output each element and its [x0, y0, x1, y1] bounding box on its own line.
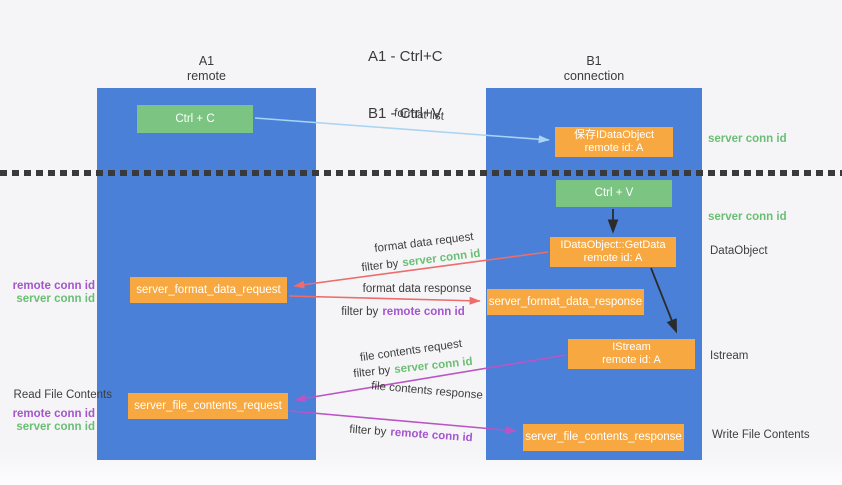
format-data-response-label: format data response — [362, 283, 472, 295]
server-format-data-response-label: server_format_data_response — [488, 295, 643, 308]
server-format-data-request-label: server_format_data_request — [136, 283, 281, 296]
format-data-response-arrow — [288, 295, 481, 305]
dataobject-label: DataObject — [710, 245, 768, 257]
left-server-conn-id-bottom-label: server conn id — [16, 421, 95, 433]
right-server-conn-id-mid-label: server conn id — [708, 211, 787, 223]
server-file-contents-response-label: server_file_contents_response — [525, 431, 682, 443]
save-idataobject-box: 保存IDataObject remote id: A — [555, 127, 673, 157]
istream-line2: remote id: A — [602, 354, 661, 366]
istream-line1: IStream — [612, 341, 651, 353]
lifeline-header-b1: B1 connection — [486, 54, 702, 84]
diagram-title: A1 - Ctrl+C B1 - Ctrl+V — [368, 9, 443, 161]
read-file-contents-label: Read File Contents — [13, 389, 112, 401]
title-line-a1: A1 - Ctrl+C — [368, 48, 443, 65]
filter-by-text: filter by — [341, 306, 379, 318]
getdata-line1: IDataObject::GetData — [560, 239, 666, 251]
server-file-contents-response-box: server_file_contents_response — [523, 424, 684, 451]
remote-conn-id-text: remote conn id — [389, 426, 474, 445]
lifeline-b1-name: B1 — [586, 54, 602, 68]
lifeline-header-a1: A1 remote — [97, 54, 316, 84]
remote-conn-id-text: remote conn id — [382, 306, 465, 318]
server-conn-id-text: server conn id — [401, 247, 482, 270]
save-idataobject-line1: 保存IDataObject — [573, 129, 655, 141]
istream-box: IStream remote id: A — [568, 339, 695, 369]
save-idataobject-line2: remote id: A — [584, 142, 644, 154]
server-file-contents-request-label: server_file_contents_request — [134, 399, 282, 412]
lifeline-b1-role: connection — [563, 69, 625, 83]
right-server-conn-id-top-label: server conn id — [708, 133, 787, 145]
phase-separator-dotted-line — [0, 170, 842, 176]
server-format-data-response-box: server_format_data_response — [487, 289, 644, 315]
ctrl-v-label: Ctrl + V — [594, 187, 634, 199]
left-remote-conn-id-bottom-label: remote conn id — [12, 408, 95, 420]
getdata-line2: remote id: A — [583, 252, 643, 264]
filter-by-text: filter by — [352, 364, 391, 381]
istream-side-label: Istream — [710, 350, 749, 362]
server-conn-id-text: server conn id — [393, 355, 474, 376]
left-remote-conn-id-top-label: remote conn id — [12, 280, 95, 292]
left-server-conn-id-top-label: server conn id — [16, 293, 95, 305]
ctrl-v-action-box: Ctrl + V — [556, 180, 672, 207]
idataobject-getdata-box: IDataObject::GetData remote id: A — [550, 237, 676, 267]
filter-by-text: filter by — [360, 257, 400, 275]
ctrl-c-action-box: Ctrl + C — [137, 105, 253, 133]
filter-by-text: filter by — [348, 423, 387, 439]
server-format-data-request-box: server_format_data_request — [130, 277, 287, 303]
lifeline-a1-name: A1 — [198, 54, 215, 68]
lifeline-a1-role: remote — [187, 69, 226, 83]
write-file-contents-label: Write File Contents — [712, 429, 810, 441]
file-contents-response-label: file contents response — [370, 380, 484, 402]
server-file-contents-request-box: server_file_contents_request — [128, 393, 288, 419]
ctrl-c-label: Ctrl + C — [175, 112, 215, 125]
